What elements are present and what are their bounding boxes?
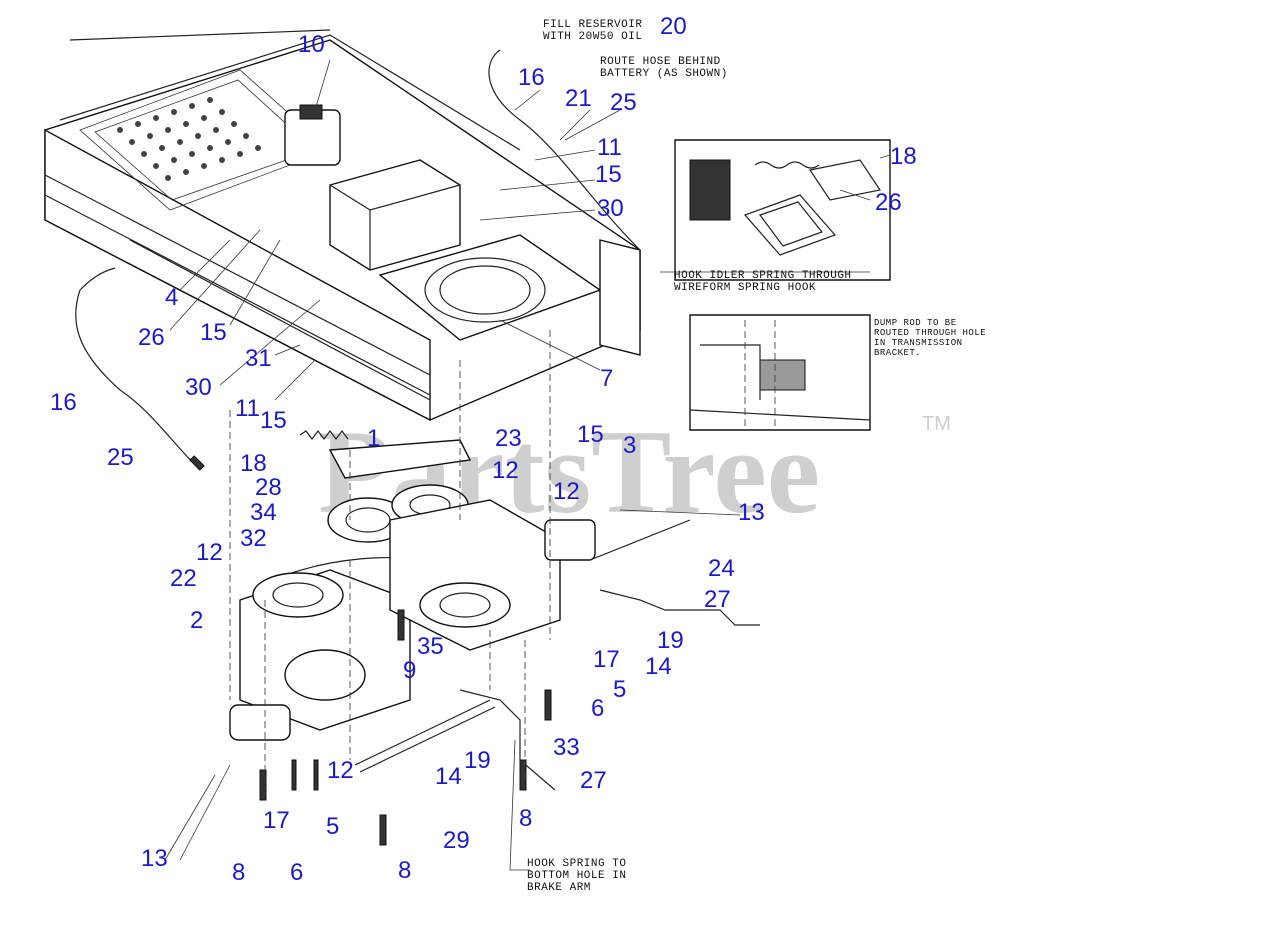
callout: 22 [170,565,197,592]
svg-text:FILL RESERVOIR: FILL RESERVOIR [543,19,642,31]
callout: 12 [327,757,354,784]
callout: 32 [240,525,267,552]
callout: 34 [250,499,277,526]
callout: 8 [232,859,245,886]
svg-text:DUMP ROD TO BE: DUMP ROD TO BE [874,318,957,328]
inset-idler-spring [674,139,891,281]
callout: 15 [595,161,622,188]
callout: 26 [875,189,902,216]
callout: 15 [577,421,604,448]
callout: 5 [613,676,626,703]
callout: 27 [580,767,607,794]
callout: 12 [492,457,519,484]
callout: 12 [196,539,223,566]
callout: 6 [591,695,604,722]
callout: 11 [597,134,622,161]
callout: 8 [519,805,532,832]
callout: 13 [738,499,765,526]
svg-text:HOOK SPRING TO: HOOK SPRING TO [527,858,626,870]
transmission-assembly [229,330,760,846]
svg-text:WITH 20W50 OIL: WITH 20W50 OIL [543,31,642,43]
callout: 11 [235,395,260,422]
callout: 30 [185,374,212,401]
callout: 23 [495,425,522,452]
svg-text:BOTTOM HOLE IN: BOTTOM HOLE IN [527,870,626,882]
callout: 29 [443,827,470,854]
watermark-tm: TM [922,413,951,435]
callout: 28 [255,474,282,501]
svg-text:ROUTE HOSE BEHIND: ROUTE HOSE BEHIND [600,56,721,68]
callout: 2 [190,607,203,634]
inset-dump-rod [689,314,871,431]
svg-text:WIREFORM SPRING HOOK: WIREFORM SPRING HOOK [674,282,816,294]
callout: 6 [290,859,303,886]
callout: 31 [245,345,272,372]
note-fill-reservoir: FILL RESERVOIR WITH 20W50 OIL [543,19,642,43]
callout: 1 [367,425,380,452]
callout: 35 [417,633,444,660]
callout: 25 [107,444,134,471]
callout: 21 [565,85,592,112]
callout: 24 [708,555,735,582]
hydraulic-hose [488,49,641,251]
callout: 7 [600,365,613,392]
callout: 4 [165,284,178,311]
callout: 15 [260,407,287,434]
brake-cable [75,267,205,471]
svg-text:BATTERY (AS SHOWN): BATTERY (AS SHOWN) [600,68,728,80]
svg-text:BRACKET.: BRACKET. [874,348,921,358]
note-hook-idler: HOOK IDLER SPRING THROUGH WIREFORM SPRIN… [674,270,852,294]
leader-lines [164,59,891,871]
callout: 33 [553,734,580,761]
callout: 19 [464,747,491,774]
callout: 5 [326,813,339,840]
callout: 25 [610,89,637,116]
callout: 18 [240,450,267,477]
callout-numbers: 20 10 16 21 25 11 15 30 18 26 4 26 15 31… [50,13,917,886]
callout: 15 [200,319,227,346]
note-route-hose: ROUTE HOSE BEHIND BATTERY (AS SHOWN) [600,56,728,80]
callout: 9 [403,657,416,684]
svg-text:ROUTED THROUGH HOLE: ROUTED THROUGH HOLE [874,328,986,338]
svg-text:IN TRANSMISSION: IN TRANSMISSION [874,338,963,348]
callout: 16 [50,389,77,416]
callout: 26 [138,324,165,351]
svg-text:HOOK IDLER SPRING THROUGH: HOOK IDLER SPRING THROUGH [674,270,852,282]
callout: 27 [704,586,731,613]
callout: 14 [645,653,672,680]
callout: 16 [518,64,545,91]
callout: 20 [660,13,687,40]
svg-text:BRAKE ARM: BRAKE ARM [527,882,591,894]
callout: 13 [141,845,168,872]
callout: 17 [263,807,290,834]
callout: 14 [435,763,462,790]
callout: 8 [398,857,411,884]
note-hook-spring: HOOK SPRING TO BOTTOM HOLE IN BRAKE ARM [527,858,626,894]
callout: 10 [298,31,325,58]
callout: 19 [657,627,684,654]
callout: 12 [553,478,580,505]
callout: 30 [597,195,624,222]
chassis-frame [44,29,641,422]
callout: 17 [593,646,620,673]
floor-perforations [117,97,261,181]
callout: 18 [890,143,917,170]
callout: 3 [623,432,636,459]
note-dump-rod: DUMP ROD TO BE ROUTED THROUGH HOLE IN TR… [874,318,986,358]
